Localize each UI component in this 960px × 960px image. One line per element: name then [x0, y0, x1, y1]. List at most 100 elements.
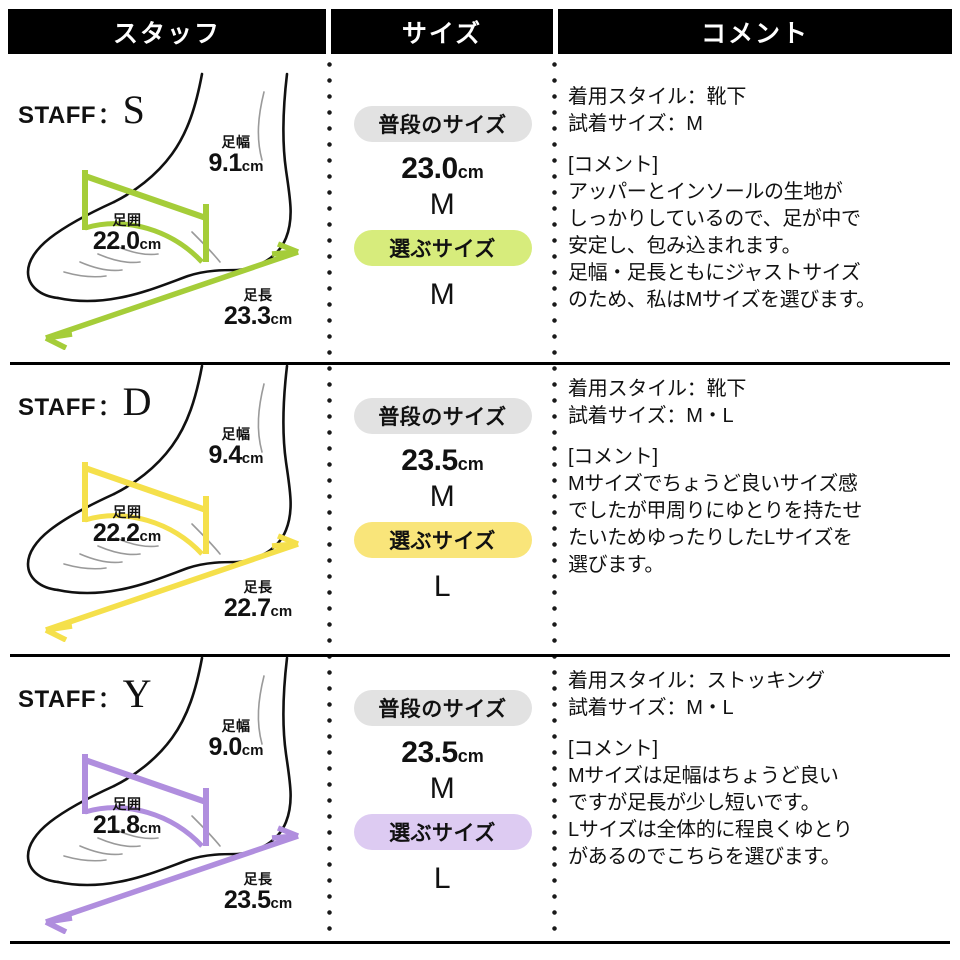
foot-girth-measurement: 足囲 22.2cm — [62, 505, 192, 546]
pick-size-badge-label: 選ぶサイズ — [389, 822, 496, 845]
size-cell: 普段のサイズ 23.5cm M 選ぶサイズ L — [335, 644, 550, 934]
foot-measurement-diagram — [26, 364, 300, 642]
comment-body-line: があるのでこちらを選びます。 — [568, 846, 841, 868]
comment-body-line: 足幅・足長ともにジャストサイズ — [568, 262, 861, 284]
foot-width-value: 9.4 — [208, 440, 243, 469]
foot-girth-measurement: 足囲 22.0cm — [62, 213, 192, 254]
measurement-overlay — [82, 462, 209, 556]
usual-size-letter: M — [429, 480, 456, 513]
foot-length-arrow — [44, 241, 300, 350]
foot-girth-label: 足囲 — [112, 504, 142, 520]
wearing-style-line: 着用スタイル：靴下 — [568, 378, 747, 400]
usual-size-letter: M — [429, 772, 456, 805]
staff-colon: ： — [98, 395, 121, 420]
tried-size-line: 試着サイズ：M・L — [568, 405, 734, 427]
staff-prefix: STAFF — [18, 686, 97, 713]
tried-size-line: 試着サイズ：M・L — [568, 697, 734, 719]
comment-body: Mサイズでちょうど良いサイズ感 でしたが甲周りにゆとりを持たせ たいためゆったり… — [568, 471, 956, 579]
staff-colon: ： — [98, 103, 121, 128]
foot-girth-unit: cm — [139, 235, 162, 253]
foot-length-unit: cm — [270, 310, 293, 328]
staff-prefix: STAFF — [18, 394, 97, 421]
column-header-comment: コメント — [558, 9, 952, 54]
table-header-row: スタッフ サイズ コメント — [0, 0, 960, 60]
pick-size-letter: L — [433, 862, 452, 895]
pick-size-badge-label: 選ぶサイズ — [389, 238, 496, 261]
table-row: STAFF ： D 足幅 9.4cm 足囲 22.2cm 足長 22.7cm 普… — [0, 352, 960, 642]
foot-girth-value: 22.2 — [92, 518, 140, 547]
foot-width-label: 足幅 — [221, 426, 251, 442]
foot-width-value: 9.0 — [208, 732, 243, 761]
foot-width-measurement: 足幅 9.1cm — [176, 135, 296, 176]
pick-size-badge: 選ぶサイズ — [353, 814, 532, 850]
column-header-staff: スタッフ — [8, 9, 326, 54]
comment-body-line: たいためゆったりしたLサイズを — [568, 527, 853, 549]
comment-body-line: Mサイズは足幅はちょうど良い — [568, 765, 839, 787]
comment-body-line: しっかりしているので、足が中で — [568, 208, 861, 230]
pick-size-badge-label: 選ぶサイズ — [389, 530, 496, 553]
staff-diagram-cell: STAFF ： Y 足幅 9.0cm 足囲 21.8cm 足長 23.5cm — [0, 644, 330, 934]
usual-size-badge: 普段のサイズ — [353, 398, 532, 434]
foot-girth-measurement: 足囲 21.8cm — [62, 797, 192, 838]
pick-size-badge: 選ぶサイズ — [353, 522, 532, 558]
column-header-size-label: サイズ — [401, 19, 483, 48]
pick-size-letter: M — [429, 278, 456, 311]
foot-length-label: 足長 — [243, 579, 273, 595]
foot-length-label: 足長 — [243, 287, 273, 303]
foot-width-label: 足幅 — [221, 718, 251, 734]
wearing-style-line: 着用スタイル：ストッキング — [568, 670, 825, 692]
pick-size-badge: 選ぶサイズ — [353, 230, 532, 266]
measurement-overlay — [82, 754, 209, 848]
table-row: STAFF ： S 足幅 9.1cm 足囲 22.0cm 足長 23.3cm 普… — [0, 60, 960, 350]
foot-length-measurement: 足長 22.7cm — [198, 580, 318, 621]
usual-size-unit: cm — [457, 162, 484, 182]
column-separator-size-comment — [552, 62, 557, 940]
comment-body-line: アッパーとインソールの生地が — [568, 181, 843, 203]
foot-width-value: 9.1 — [208, 148, 243, 177]
foot-girth-value: 21.8 — [92, 810, 140, 839]
usual-size-unit: cm — [457, 746, 484, 766]
foot-girth-unit: cm — [139, 819, 162, 837]
staff-colon: ： — [98, 687, 121, 712]
usual-size-badge-label: 普段のサイズ — [378, 698, 507, 721]
foot-width-measurement: 足幅 9.0cm — [176, 719, 296, 760]
staff-name: STAFF ： Y — [18, 674, 152, 714]
staff-initial: D — [122, 379, 152, 424]
staff-diagram-cell: STAFF ： D 足幅 9.4cm 足囲 22.2cm 足長 22.7cm — [0, 352, 330, 642]
foot-girth-label: 足囲 — [112, 796, 142, 812]
comment-body-line: ですが足長が少し短いです。 — [568, 792, 821, 814]
foot-measurement-diagram — [26, 656, 300, 934]
row-divider-1 — [10, 362, 950, 365]
staff-initial: S — [122, 87, 146, 132]
staff-diagram-cell: STAFF ： S 足幅 9.1cm 足囲 22.0cm 足長 23.3cm — [0, 60, 330, 350]
size-cell: 普段のサイズ 23.5cm M 選ぶサイズ L — [335, 352, 550, 642]
usual-size-badge-label: 普段のサイズ — [378, 406, 507, 429]
comment-heading: [コメント] — [568, 154, 658, 176]
foot-girth-value: 22.0 — [92, 226, 140, 255]
comment-body-line: 安定し、包み込まれます。 — [568, 235, 802, 257]
comment-spacer — [568, 722, 956, 736]
foot-width-unit: cm — [241, 741, 264, 759]
foot-length-value: 23.3 — [223, 301, 271, 330]
usual-size-value: 23.0cm — [401, 152, 483, 186]
usual-size-value: 23.5cm — [401, 444, 483, 478]
comment-body: Mサイズは足幅はちょうど良い ですが足長が少し短いです。 Lサイズは全体的に程良… — [568, 763, 956, 871]
pick-size-letter: L — [433, 570, 452, 603]
comment-spacer — [568, 138, 956, 152]
usual-size-number: 23.0 — [401, 152, 458, 185]
table-row: STAFF ： Y 足幅 9.0cm 足囲 21.8cm 足長 23.5cm 普… — [0, 644, 960, 934]
column-header-comment-label: コメント — [700, 19, 809, 48]
comment-cell: 着用スタイル：靴下 試着サイズ：M [コメント] アッパーとインソールの生地が … — [568, 60, 956, 350]
foot-length-unit: cm — [270, 894, 293, 912]
foot-width-unit: cm — [241, 157, 264, 175]
comment-body-line: Lサイズは全体的に程良くゆとり — [568, 819, 853, 841]
foot-measurement-diagram — [26, 72, 300, 350]
tried-size-line: 試着サイズ：M — [568, 113, 703, 135]
staff-prefix: STAFF — [18, 102, 97, 129]
usual-size-badge: 普段のサイズ — [353, 690, 532, 726]
comment-heading: [コメント] — [568, 446, 658, 468]
usual-size-number: 23.5 — [401, 736, 458, 769]
staff-name: STAFF ： D — [18, 382, 152, 422]
foot-length-arrow — [44, 825, 300, 934]
